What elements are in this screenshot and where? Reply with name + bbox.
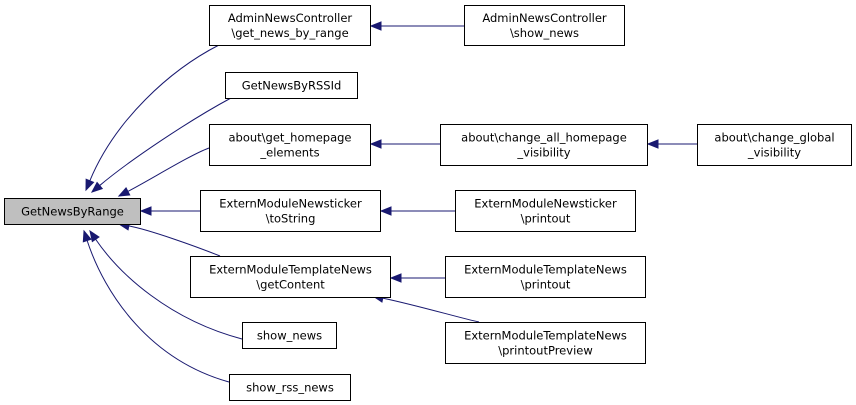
node-label: show_rss_news xyxy=(246,381,334,395)
arrowhead xyxy=(379,206,392,216)
node-label: _elements xyxy=(259,146,319,160)
node-label: \printoutPreview xyxy=(498,344,593,358)
edge-line xyxy=(86,240,230,383)
function-node-tpl-preview[interactable]: ExternModuleTemplateNews\printoutPreview xyxy=(445,322,646,364)
node-label: ExternModuleTemplateNews xyxy=(209,263,372,277)
edge-line xyxy=(99,97,232,186)
node-box xyxy=(229,374,351,401)
function-node-about-change-global[interactable]: about\change_global_visibility xyxy=(697,124,852,166)
node-box xyxy=(440,124,648,166)
function-nodes: GetNewsByRangeAdminNewsController\get_ne… xyxy=(4,5,852,401)
node-box xyxy=(697,124,852,166)
arrowhead xyxy=(369,21,382,31)
node-label: _visibility xyxy=(516,146,570,160)
function-node-root: GetNewsByRange xyxy=(4,198,141,225)
function-node-about-change-all[interactable]: about\change_all_homepage_visibility xyxy=(440,124,648,166)
node-box xyxy=(209,124,371,166)
node-label: \get_news_by_range xyxy=(231,26,348,40)
arrowhead xyxy=(82,229,92,243)
arrowhead xyxy=(369,139,382,149)
node-label: GetNewsByRSSId xyxy=(242,79,342,93)
call-edge xyxy=(369,139,440,149)
node-box xyxy=(242,322,337,349)
node-label: show_news xyxy=(257,329,322,343)
arrowhead xyxy=(85,178,95,192)
arrowhead xyxy=(139,206,152,216)
node-label: AdminNewsController xyxy=(482,11,607,25)
function-node-newsticker-tostring[interactable]: ExternModuleNewsticker\toString xyxy=(200,190,381,232)
node-box xyxy=(4,198,141,225)
arrowhead xyxy=(646,139,659,149)
call-edge xyxy=(371,293,480,323)
function-node-tpl-printout[interactable]: ExternModuleTemplateNews\printout xyxy=(445,256,646,298)
node-box xyxy=(225,72,358,99)
node-label: ExternModuleNewsticker xyxy=(474,197,617,211)
node-label: \show_news xyxy=(510,26,579,40)
edge-line xyxy=(382,297,480,323)
node-label: ExternModuleTemplateNews xyxy=(464,263,627,277)
arrowhead xyxy=(117,186,131,197)
call-edge xyxy=(82,229,230,383)
node-box xyxy=(445,256,646,298)
node-box xyxy=(464,5,625,46)
node-label: _visibility xyxy=(747,146,801,160)
call-edge xyxy=(117,147,210,197)
call-edge xyxy=(379,206,456,216)
call-edge xyxy=(139,206,201,216)
node-label: ExternModuleNewsticker xyxy=(219,197,362,211)
edge-line xyxy=(89,44,220,181)
function-node-getbyrss[interactable]: GetNewsByRSSId xyxy=(225,72,358,99)
call-edge xyxy=(389,273,445,283)
node-box xyxy=(455,190,636,232)
edge-line xyxy=(128,225,221,257)
call-edge xyxy=(646,139,697,149)
node-label: \getContent xyxy=(256,278,325,292)
node-label: GetNewsByRange xyxy=(21,205,124,219)
node-label: AdminNewsController xyxy=(228,11,353,25)
function-node-admin-get[interactable]: AdminNewsController\get_news_by_range xyxy=(209,5,371,46)
node-label: about\get_homepage xyxy=(228,131,351,145)
call-edge xyxy=(369,21,464,31)
node-label: ExternModuleTemplateNews xyxy=(464,329,627,343)
node-label: about\change_all_homepage xyxy=(461,131,627,145)
function-node-newsticker-printout[interactable]: ExternModuleNewsticker\printout xyxy=(455,190,636,232)
call-edge xyxy=(90,97,232,193)
call-edge xyxy=(89,229,243,340)
node-box xyxy=(190,256,391,298)
node-box xyxy=(200,190,381,232)
node-box xyxy=(445,322,646,364)
call-edge xyxy=(85,44,220,192)
node-label: about\change_global xyxy=(714,131,834,145)
function-node-show-rss-news[interactable]: show_rss_news xyxy=(229,374,351,401)
edge-line xyxy=(127,147,210,192)
function-node-show-news[interactable]: show_news xyxy=(242,322,337,349)
edge-line xyxy=(95,238,243,340)
arrowhead xyxy=(89,229,100,243)
arrowhead xyxy=(389,273,402,283)
node-label: \printout xyxy=(521,278,571,292)
node-box xyxy=(209,5,371,46)
node-label: \printout xyxy=(521,212,571,226)
arrowhead xyxy=(90,181,104,193)
node-label: \toString xyxy=(266,212,316,226)
function-node-tpl-getcontent[interactable]: ExternModuleTemplateNews\getContent xyxy=(190,256,391,298)
function-node-admin-show[interactable]: AdminNewsController\show_news xyxy=(464,5,625,46)
function-node-about-get[interactable]: about\get_homepage_elements xyxy=(209,124,371,166)
